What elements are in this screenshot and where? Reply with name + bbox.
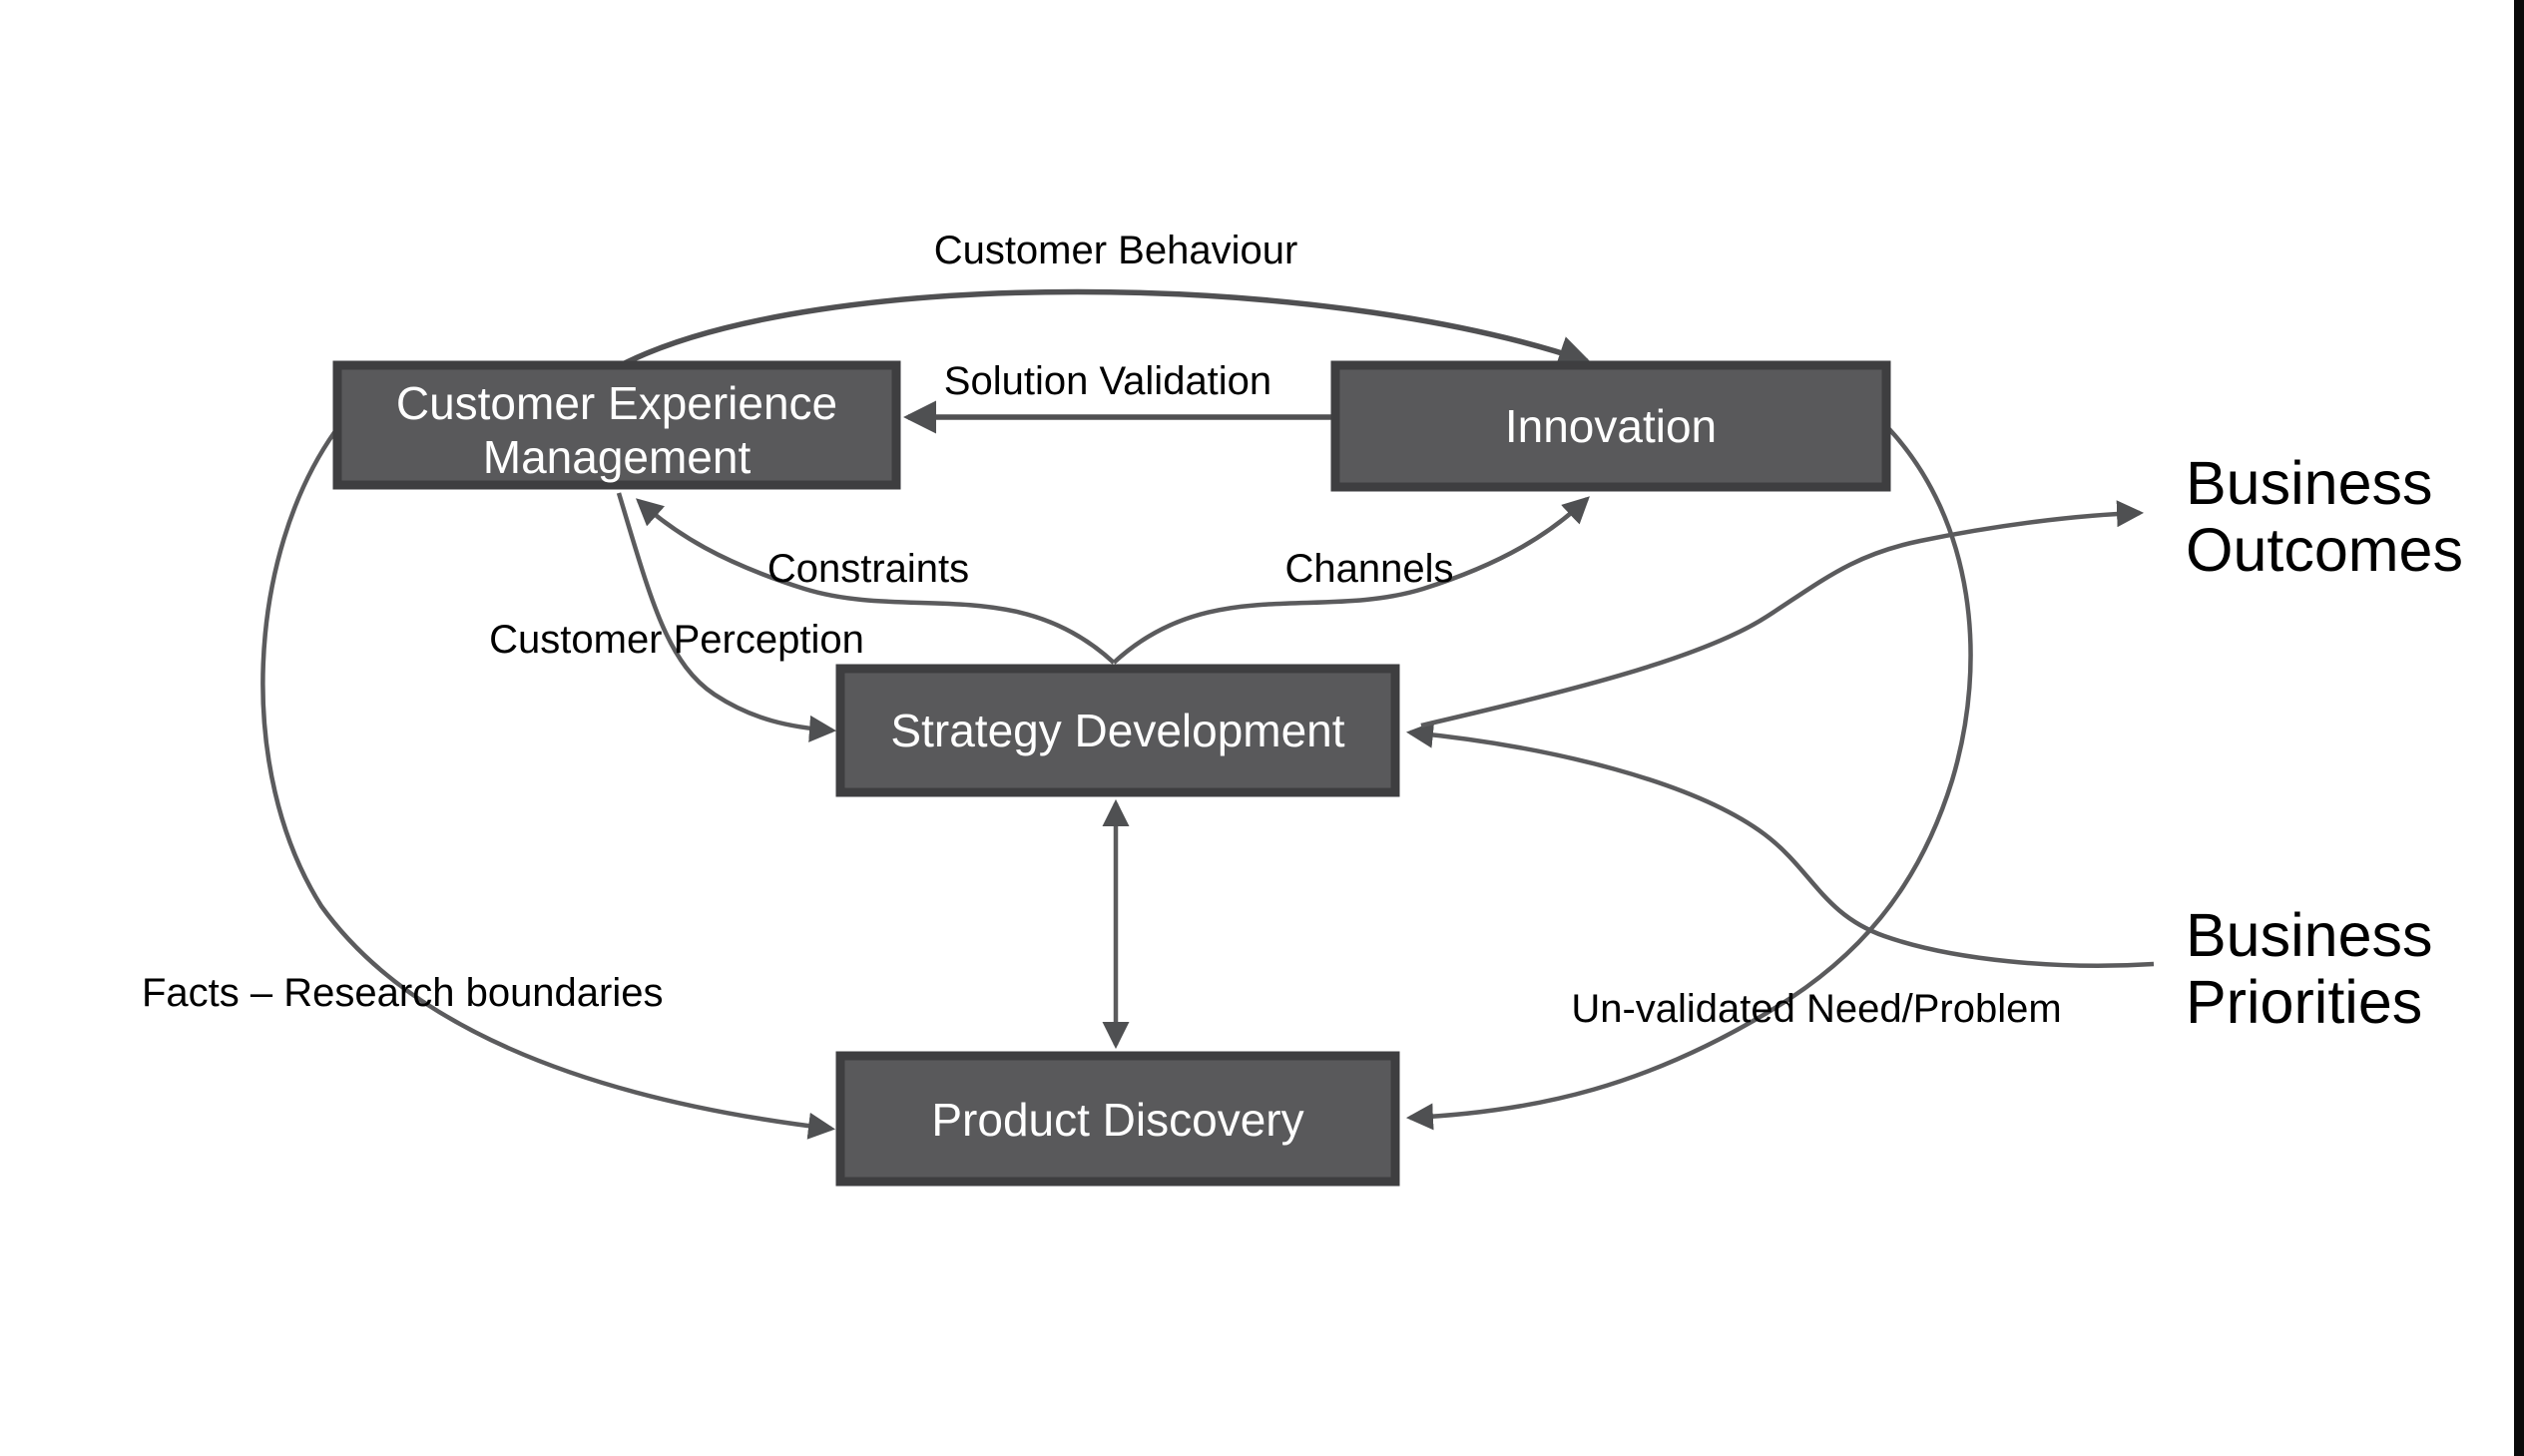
- node-strategy-development: Strategy Development: [835, 664, 1400, 797]
- edge-strategy-to-outcomes: [1420, 500, 2145, 728]
- edge-customer-perception: [616, 492, 837, 742]
- endpoint-business-outcomes: Business Outcomes: [2186, 449, 2463, 584]
- business-priorities-line1: Business: [2186, 901, 2433, 969]
- label-customer-behaviour: Customer Behaviour: [934, 229, 1298, 272]
- node-cem-label-line1: Customer Experience: [396, 377, 837, 429]
- node-customer-experience-management: Customer Experience Management: [332, 360, 901, 490]
- node-innovation: Innovation: [1330, 360, 1891, 492]
- endpoint-business-priorities: Business Priorities: [2186, 901, 2433, 1036]
- business-outcomes-line2: Outcomes: [2186, 516, 2463, 584]
- edge-channels: [1112, 496, 1590, 665]
- node-innovation-label: Innovation: [1505, 400, 1717, 452]
- node-discovery-label: Product Discovery: [931, 1094, 1303, 1146]
- edge-customer-behaviour: [623, 288, 1592, 368]
- label-customer-perception: Customer Perception: [489, 618, 864, 662]
- label-channels: Channels: [1284, 547, 1453, 591]
- node-product-discovery: Product Discovery: [835, 1051, 1400, 1187]
- label-facts-research-boundaries: Facts – Research boundaries: [142, 971, 664, 1015]
- edge-unvalidated: [1405, 427, 1973, 1131]
- right-edge-bar: [2514, 0, 2524, 1456]
- node-strategy-label: Strategy Development: [890, 705, 1344, 756]
- label-unvalidated-need-problem: Un-validated Need/Problem: [1571, 987, 2061, 1031]
- business-outcomes-line1: Business: [2186, 449, 2433, 517]
- edge-constraints: [635, 498, 1116, 665]
- label-constraints: Constraints: [767, 547, 969, 591]
- label-solution-validation: Solution Validation: [944, 359, 1271, 403]
- edge-priorities-to-strategy: [1405, 721, 2155, 968]
- node-cem-label-line2: Management: [483, 431, 752, 483]
- edge-facts: [260, 429, 836, 1140]
- business-priorities-line2: Priorities: [2186, 968, 2422, 1036]
